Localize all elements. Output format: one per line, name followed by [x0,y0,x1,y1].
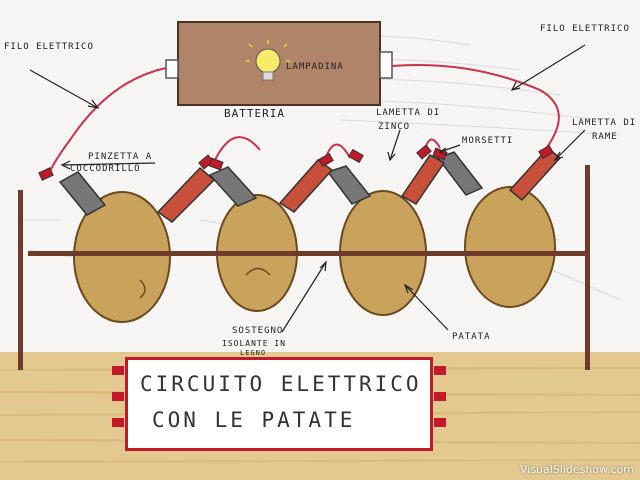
label-wire-right: FILO ELETTRICO [540,24,630,34]
label-zinc-strip-1: LAMETTA DI [376,108,441,118]
label-bulb: LAMPADINA [286,62,344,72]
electric-wires [47,64,560,176]
label-wire-left: FILO ELETTRICO [4,42,94,52]
zinc-strips [58,151,484,216]
label-copper-strip-2: RAME [592,132,618,142]
label-battery: BATTERIA [224,107,285,120]
label-support-1: SOSTEGNO [232,326,284,336]
label-clamps: MORSETTI [462,136,514,146]
label-alligator-clip-2: COCCODRILLO [70,164,141,174]
title-line-1: CIRCUITO ELETTRICO [140,372,422,396]
title-line-2: CON LE PATATE [152,408,356,432]
potato-1 [73,191,171,323]
label-zinc-strip-2: ZINCO [378,122,411,132]
potatoes [73,186,556,323]
support-stick [28,251,588,256]
label-alligator-clip-1: PINZETTA A [88,152,153,162]
wooden-support [18,165,590,370]
title-panel: CIRCUITO ELETTRICO CON LE PATATE [125,357,433,451]
watermark: VisualSlideshow.com [519,463,634,476]
potato-4 [464,186,556,308]
pointer-arrows [29,44,586,333]
frame-tabs [112,366,446,427]
copper-strips [156,146,562,223]
lightbulb-icon [246,40,290,81]
label-copper-strip-1: LAMETTA DI [572,118,637,128]
label-potato: PATATA [452,332,491,342]
label-support-2: ISOLANTE IN [222,339,286,348]
alligator-clips [38,144,554,181]
label-support-3: LEGNO [240,349,267,357]
